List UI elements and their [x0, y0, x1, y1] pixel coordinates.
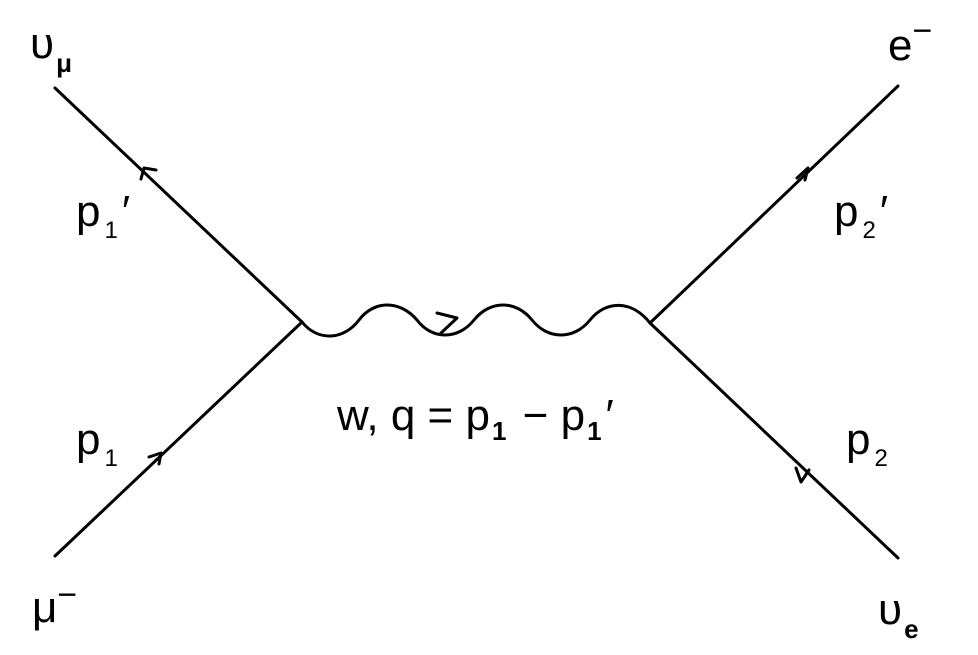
arrow-p1-prime	[139, 166, 158, 181]
label-nu-mu: υμ	[30, 19, 72, 78]
arrow-p2-prime	[795, 166, 810, 182]
line-nu-e	[648, 321, 900, 560]
label-nu-e: υe	[878, 585, 919, 644]
line-electron	[648, 84, 900, 325]
label-mu-minus: μ−	[32, 576, 78, 632]
line-nu-mu	[53, 86, 304, 324]
arrow-p1	[147, 451, 163, 466]
label-propagator: w, q = p1 − p1′	[337, 391, 614, 446]
line-mu-minus	[53, 320, 304, 558]
arrow-p2	[794, 466, 811, 484]
label-electron: e−	[888, 12, 933, 70]
arrow-w	[435, 311, 459, 335]
w-boson-propagator	[300, 303, 652, 338]
